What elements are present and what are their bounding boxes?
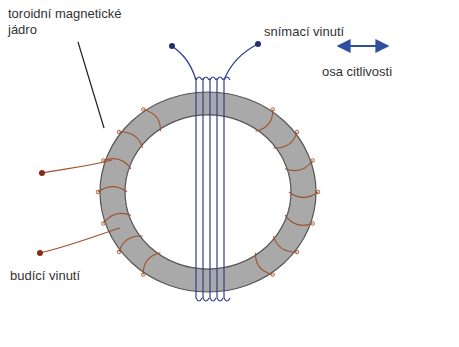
winding-turn <box>289 192 318 197</box>
winding-turn <box>285 215 313 225</box>
winding-turn <box>142 108 146 112</box>
terminal <box>255 41 261 47</box>
leader-line <box>78 42 104 128</box>
winding-turn <box>295 250 299 254</box>
winding-turn <box>271 273 275 277</box>
winding-turn <box>103 213 131 223</box>
winding-turn <box>117 130 121 134</box>
winding-turn <box>143 253 160 275</box>
part-label: snímací vinutí <box>264 24 384 40</box>
winding-turn <box>196 78 202 301</box>
axis-label: osa citlivosti <box>322 64 442 80</box>
winding-turn <box>311 159 315 163</box>
winding-turn <box>256 253 273 275</box>
winding-turn <box>274 132 297 148</box>
winding-turn <box>203 77 209 80</box>
winding-turn <box>196 77 202 80</box>
excitation-lead <box>40 228 120 253</box>
winding-turn <box>274 236 297 252</box>
winding-turn <box>217 77 223 80</box>
winding-turn <box>119 132 142 148</box>
winding-turn <box>117 250 121 254</box>
winding-turn <box>256 109 273 131</box>
winding-turn <box>96 190 100 194</box>
terminal <box>169 43 175 49</box>
excitation-winding <box>96 108 320 277</box>
winding-turn <box>143 109 160 131</box>
winding-turn <box>102 222 106 226</box>
terminal <box>39 170 45 176</box>
sense-lead <box>172 46 196 80</box>
excitation-lead <box>42 160 112 173</box>
winding-turn <box>271 108 275 112</box>
winding-turn <box>316 190 320 194</box>
winding-turn <box>217 78 223 301</box>
winding-turn <box>311 222 315 226</box>
winding-turn <box>203 78 209 301</box>
terminal <box>37 250 43 256</box>
winding-turn <box>295 130 299 134</box>
winding-turn <box>224 78 230 301</box>
sensitivity-axis-arrow <box>338 45 388 47</box>
winding-turn <box>98 187 127 192</box>
sense-lead <box>224 44 258 80</box>
winding-turn <box>142 273 146 277</box>
winding-turn <box>103 159 131 169</box>
winding-turn <box>285 160 313 170</box>
part-label: toroidní magnetické jádro <box>8 6 138 38</box>
toroid-core <box>100 92 316 292</box>
winding-turn <box>210 77 216 80</box>
winding-turn <box>210 78 216 301</box>
part-label: budící vinutí <box>10 268 130 284</box>
winding-turn <box>119 236 142 252</box>
sense-winding <box>196 77 230 301</box>
